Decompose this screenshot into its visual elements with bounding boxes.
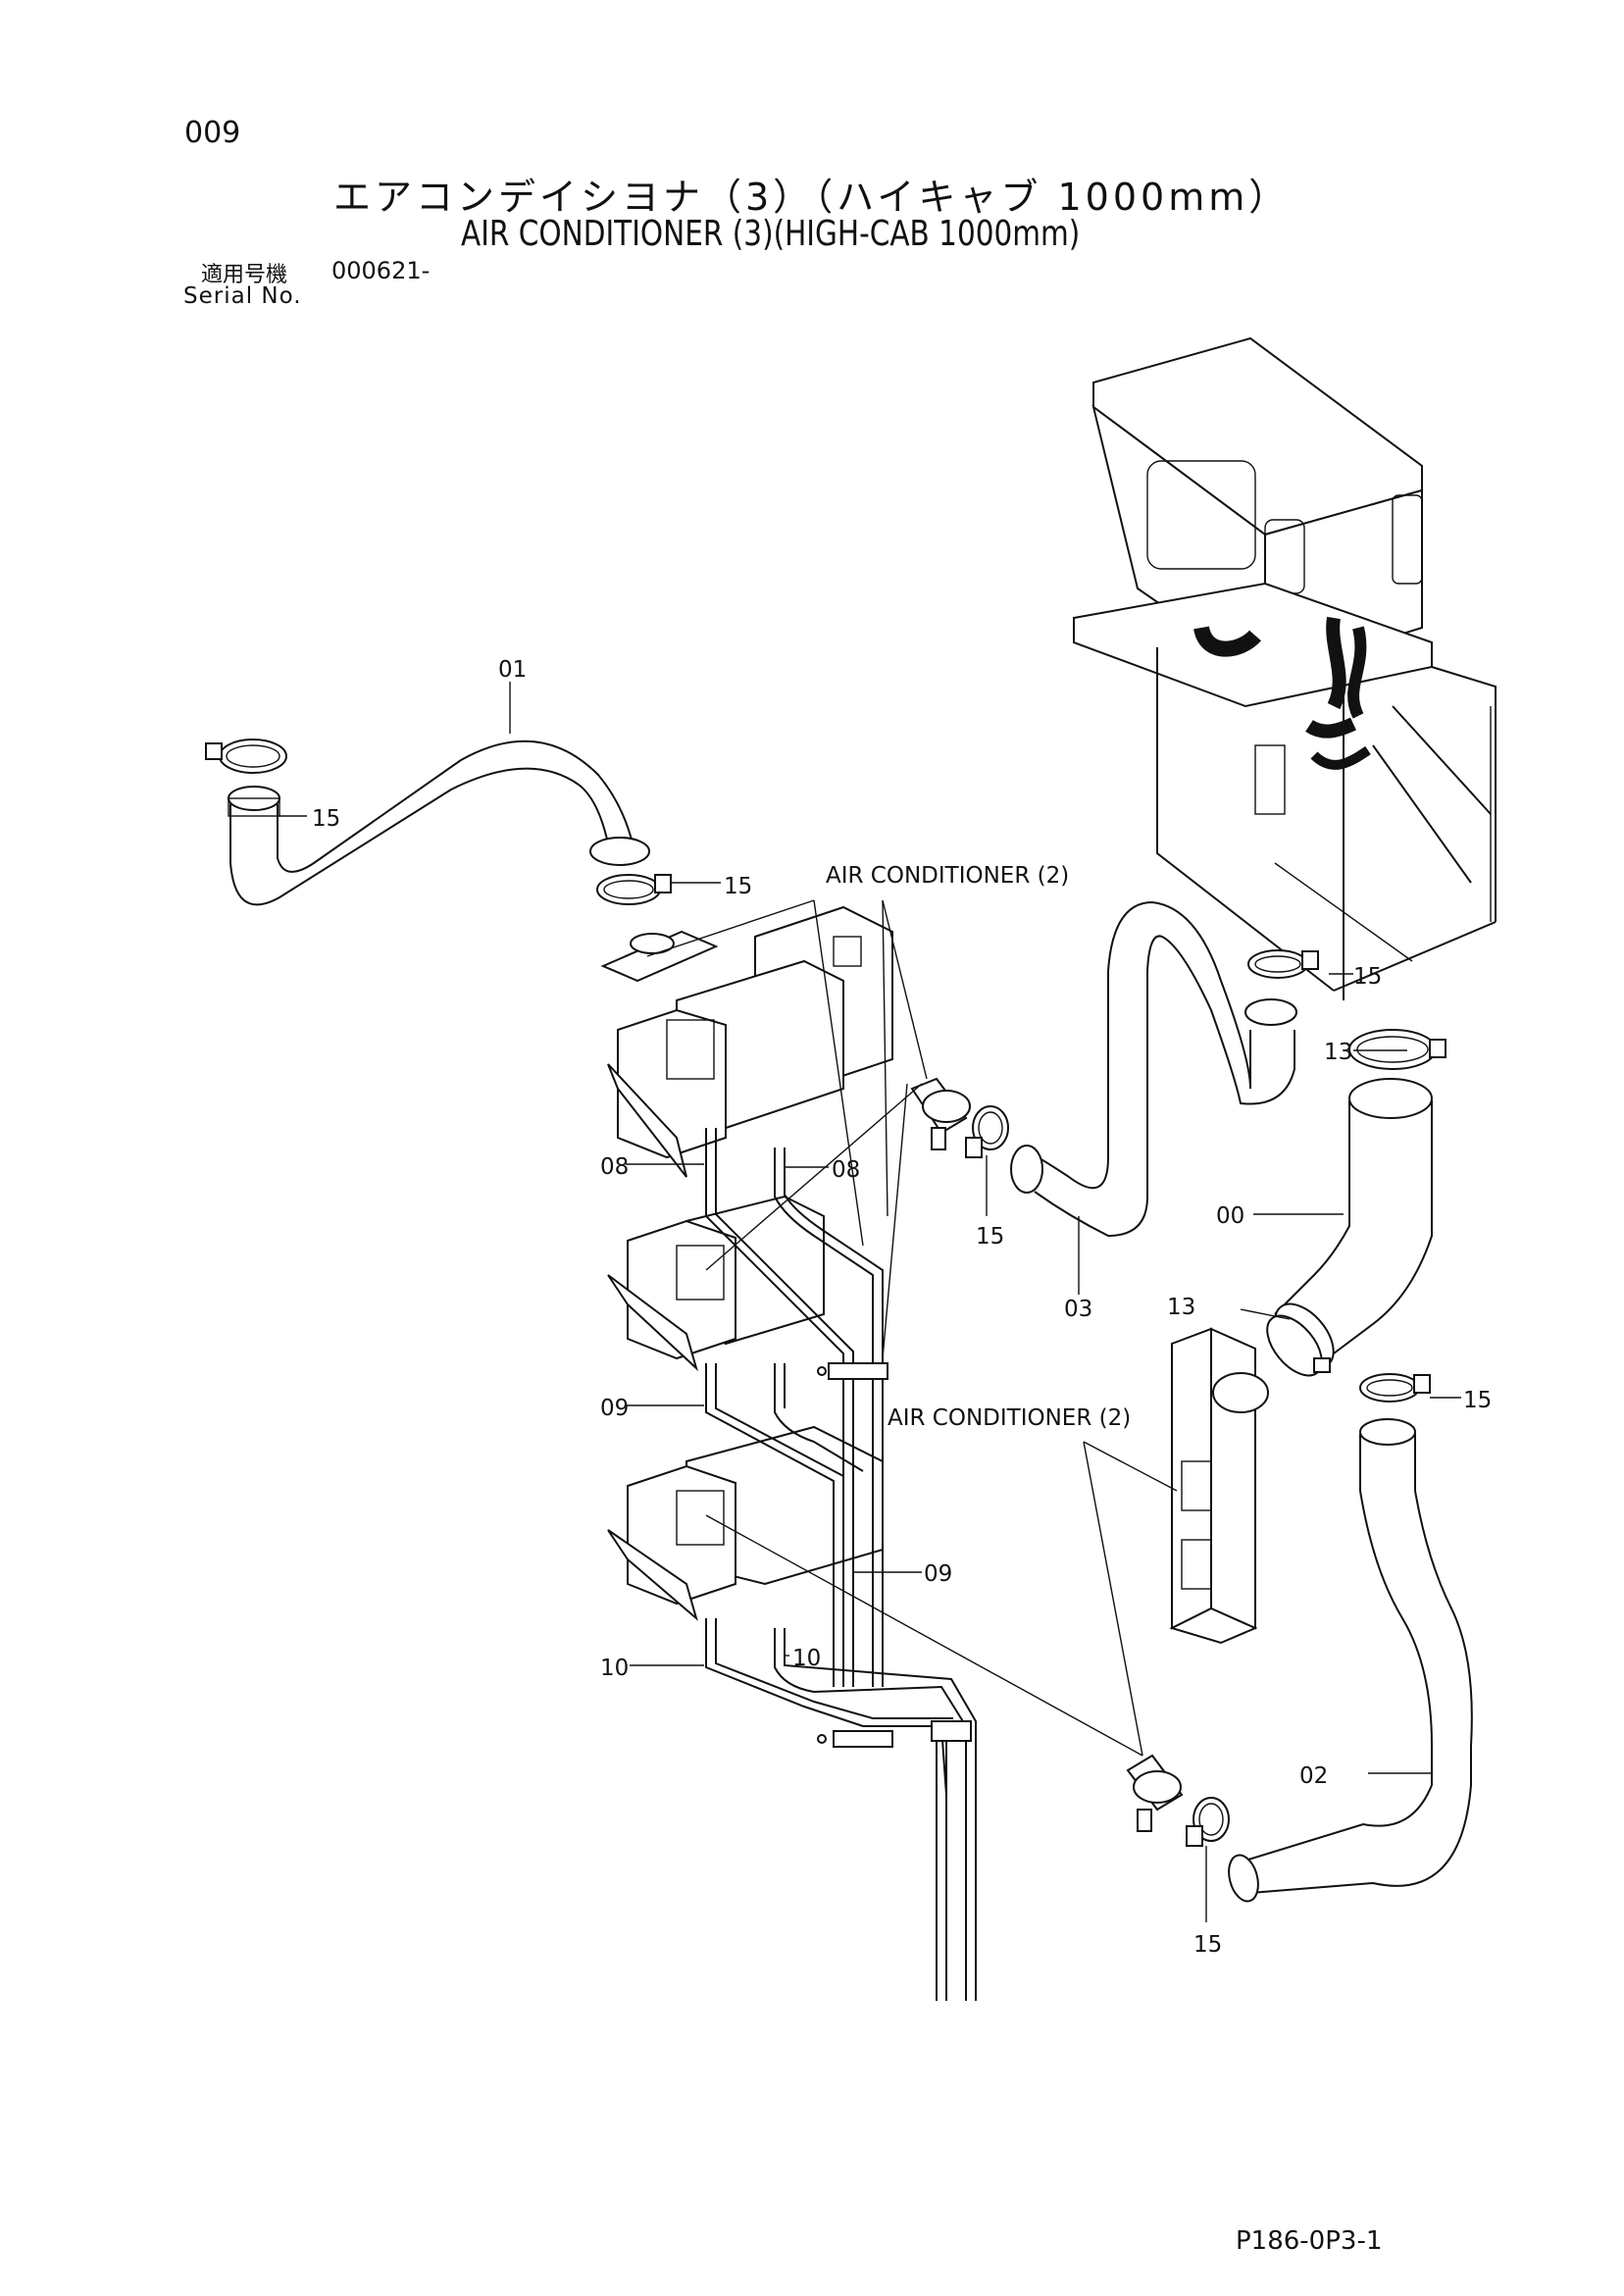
callout-15-top-left: 15: [312, 806, 340, 832]
pipe-bracket-lower: [817, 1720, 972, 1748]
callout-15-upper-right: 15: [1353, 964, 1382, 990]
callout-10-left: 10: [600, 1656, 629, 1681]
callout-03: 03: [1064, 1297, 1092, 1322]
pipes-10: [705, 1618, 977, 2001]
callout-15-top-mid: 15: [724, 874, 752, 899]
callout-10-right: 10: [792, 1646, 821, 1671]
callout-09-left: 09: [600, 1396, 629, 1421]
hose-clamp-15-top-left: [205, 739, 287, 774]
callout-13-upper: 13: [1324, 1040, 1352, 1065]
duct-02: [1228, 1418, 1473, 1903]
hose-clamp-15-bottom: [1186, 1797, 1230, 1847]
serial-label-english: Serial No.: [183, 283, 302, 309]
cab-illustration: [1073, 336, 1497, 1000]
callout-09-right: 09: [924, 1561, 952, 1587]
hose-clamp-15-top-mid: [596, 874, 672, 905]
callout-08-right: 08: [832, 1157, 860, 1183]
ac-duct-box-right: [1169, 1327, 1269, 1645]
callout-15-right: 15: [1463, 1388, 1492, 1413]
hose-clamp-13-lower: [1266, 1314, 1331, 1377]
callout-00: 00: [1216, 1203, 1244, 1229]
callout-15-coupler: 15: [976, 1224, 1004, 1250]
duct-coupler-upper: [910, 1077, 971, 1150]
page-number: 009: [184, 116, 241, 150]
duct-03: [1010, 900, 1297, 1238]
assembly-label-ac2-upper: AIR CONDITIONER (2): [826, 863, 1069, 889]
page-title-english: AIR CONDITIONER (3)(HIGH-CAB 1000mm): [461, 214, 1081, 254]
hose-clamp-15-coupler: [965, 1105, 1009, 1158]
document-code: P186-0P3-1: [1236, 2226, 1383, 2256]
duct-coupler-lower: [1126, 1754, 1184, 1832]
page-title-japanese: エアコンデイシヨナ（3）（ハイキャブ 1000mm）: [333, 176, 1291, 219]
pipes-08: [705, 1128, 884, 1687]
leader-lines: [278, 682, 1461, 1922]
serial-label-japanese: 適用号機: [201, 263, 288, 287]
hose-clamp-15-upper-right: [1247, 949, 1319, 979]
callout-02: 02: [1299, 1763, 1328, 1789]
hose-clamp-13-upper: [1348, 1029, 1446, 1070]
duct-01: [228, 740, 650, 906]
callout-13-lower: 13: [1167, 1295, 1195, 1320]
callout-15-bottom: 15: [1193, 1932, 1222, 1958]
pipe-bracket-upper: [817, 1362, 888, 1380]
ac-unit-upper: [600, 905, 893, 1178]
callout-08-left: 08: [600, 1154, 629, 1180]
ac-unit-middle: [607, 1195, 825, 1372]
serial-number-value: 000621-: [331, 257, 431, 284]
pipes-09: [705, 1363, 864, 1687]
assembly-label-ac2-lower: AIR CONDITIONER (2): [888, 1405, 1131, 1431]
callout-01: 01: [498, 657, 527, 683]
hose-clamp-15-right: [1359, 1373, 1431, 1403]
